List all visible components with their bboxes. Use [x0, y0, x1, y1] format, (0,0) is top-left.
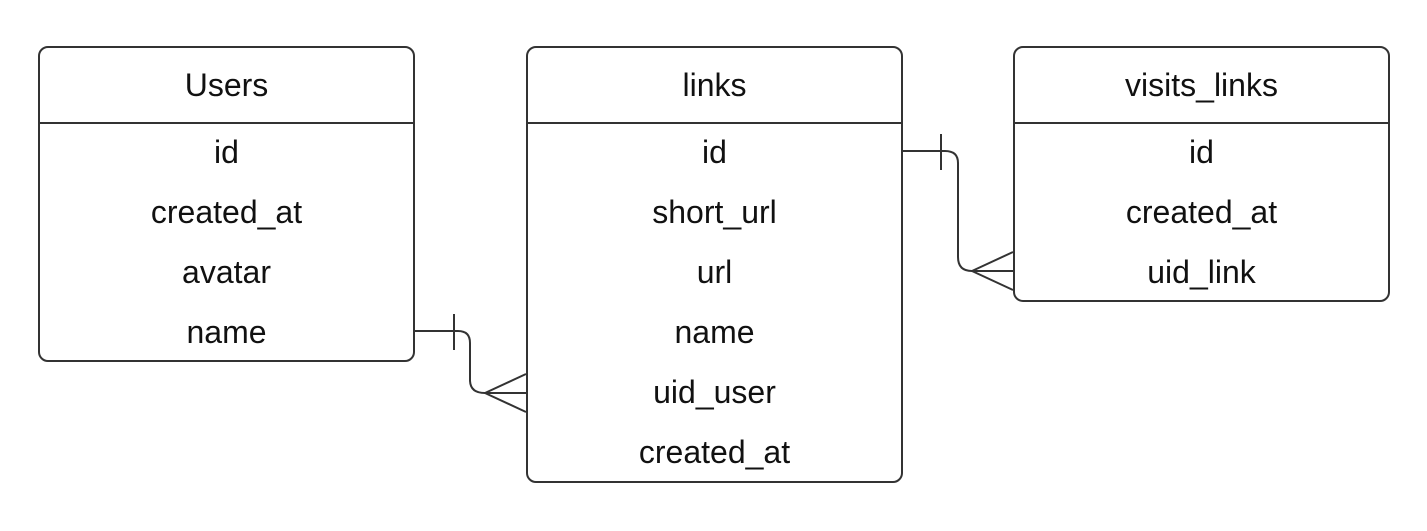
entity-title: Users — [40, 48, 413, 124]
connector-links-visits[interactable] — [903, 150, 1013, 272]
field-created-at: created_at — [638, 433, 791, 470]
entity-links[interactable]: links id short_url url name uid_user cre… — [526, 46, 903, 483]
field-name: name — [674, 313, 755, 350]
field-name: name — [186, 313, 267, 350]
connector-users-links[interactable] — [415, 330, 526, 394]
field-id: id — [214, 133, 239, 170]
field-created-at: created_at — [1125, 193, 1278, 230]
entity-title: visits_links — [1015, 48, 1388, 124]
crowsfoot-users-links — [484, 373, 527, 413]
field-avatar: avatar — [182, 253, 271, 290]
field-uid-link: uid_link — [1147, 253, 1256, 290]
crowsfoot-links-visits — [971, 251, 1014, 291]
field-created-at: created_at — [150, 193, 303, 230]
field-id: id — [702, 133, 727, 170]
field-url: url — [696, 253, 733, 290]
entity-visits-links[interactable]: visits_links id created_at uid_link — [1013, 46, 1390, 302]
field-short-url: short_url — [652, 193, 777, 230]
entity-users[interactable]: Users id created_at avatar name — [38, 46, 415, 362]
field-uid-user: uid_user — [653, 373, 776, 410]
entity-title: links — [528, 48, 901, 124]
field-id: id — [1189, 133, 1214, 170]
